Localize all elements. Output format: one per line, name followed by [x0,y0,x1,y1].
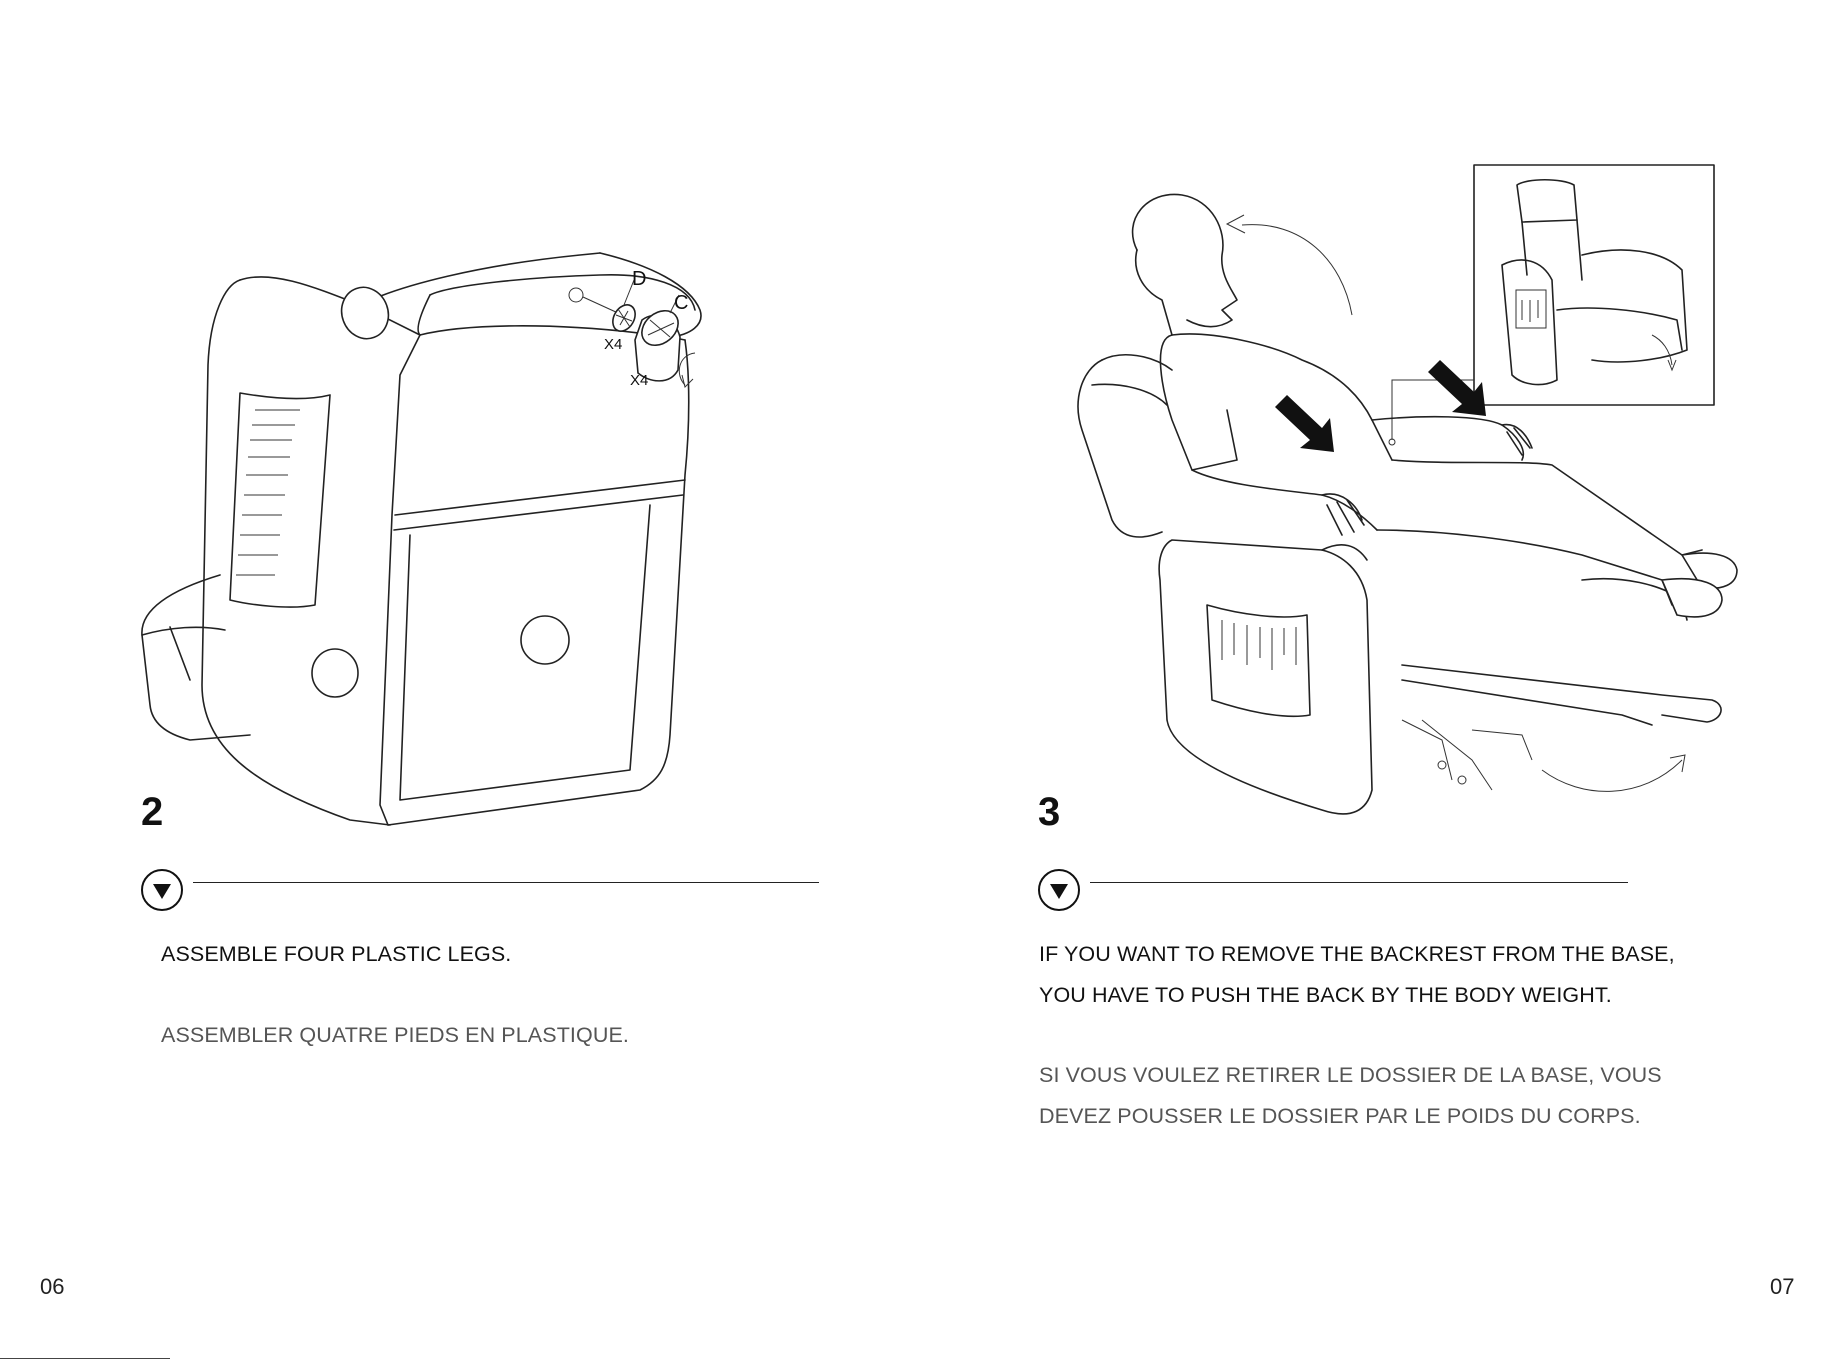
right-page: 3 IF YOU WANT TO REMOVE THE BACKREST FRO… [912,0,1824,1361]
left-page: D C X4 X4 2 ASSEMBLE FOUR PLASTIC LEGS. … [0,0,912,1361]
part-label-c: C [674,292,688,314]
step-number: 2 [141,790,163,835]
page-number: 06 [40,1274,64,1300]
instruction-en-line-2: YOU HAVE TO PUSH THE BACK BY THE BODY WE… [1039,975,1612,1015]
instruction-fr-line-1: SI VOUS VOULEZ RETIRER LE DOSSIER DE LA … [1039,1055,1662,1095]
triangle-down-icon [141,869,183,911]
part-label-d: D [632,268,646,290]
divider-line [193,882,819,883]
page-number: 07 [1770,1274,1794,1300]
chair-leg-assembly-illustration: D C X4 X4 [130,225,830,835]
quantity-d: X4 [604,336,622,353]
quantity-c: X4 [630,372,648,389]
instruction-fr: ASSEMBLER QUATRE PIEDS EN PLASTIQUE. [161,1015,629,1055]
instruction-fr-line-2: DEVEZ POUSSER LE DOSSIER PAR LE POIDS DU… [1039,1096,1641,1136]
step-number: 3 [1038,790,1060,835]
footer-rule [0,1358,170,1359]
section-divider [141,869,819,915]
instruction-en-line-1: IF YOU WANT TO REMOVE THE BACKREST FROM … [1039,934,1675,974]
triangle-down-icon [1038,869,1080,911]
divider-line [1090,882,1628,883]
recline-usage-illustration [1022,160,1802,840]
instruction-en: ASSEMBLE FOUR PLASTIC LEGS. [161,934,511,974]
section-divider [1038,869,1628,915]
